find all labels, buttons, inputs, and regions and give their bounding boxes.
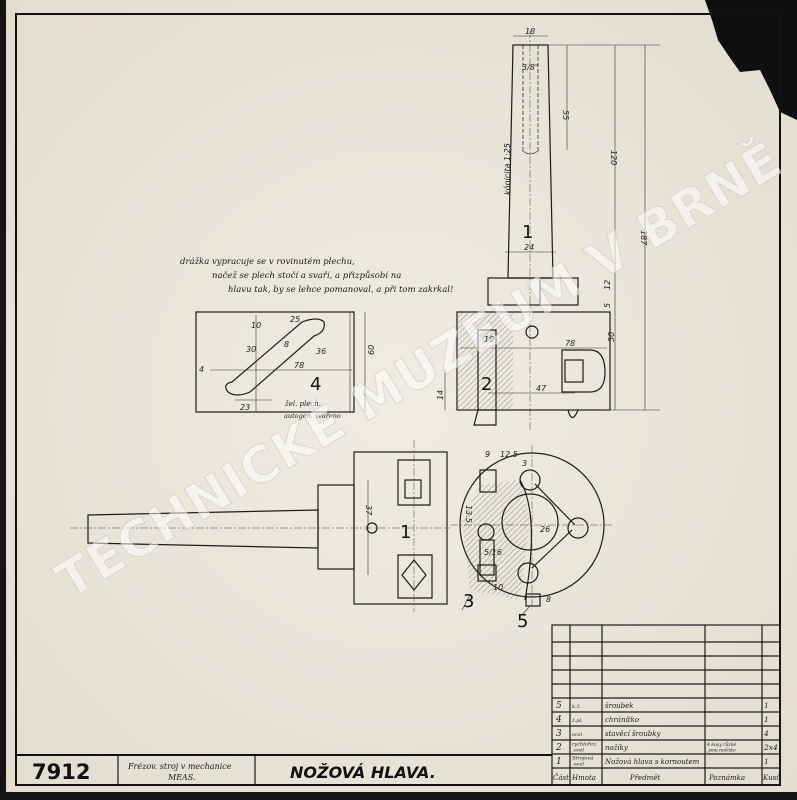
dim-c9: 9 [485,450,490,459]
parts-cell-item: nožíky [605,744,629,752]
drawing-frame [15,13,781,786]
dim-c5-16: 5/16 [484,548,502,557]
part-number-5: 5 [517,611,528,632]
dim-55: 55 [561,110,570,120]
drawing-title: NOŽOVÁ HLAVA. [290,763,436,782]
dim-5: 5 [603,303,612,308]
dim-37: 37 [364,505,373,516]
part-4-weld-note: autogen. svařeno [284,412,341,420]
parts-header-qty: Kusů [762,773,781,782]
parts-cell-note: 4 kusy různé jsou načisto [706,741,737,753]
parts-list-grid [551,624,781,786]
parts-cell-item: šroubek [605,702,634,710]
dim-47: 47 [536,384,547,393]
dim-c26: 26 [540,525,550,534]
dim-taper: kónicita 1:25 [502,143,512,195]
part-number-4: 4 [310,374,321,395]
parts-cell-item: chránítko [605,716,639,724]
machine-line-1: Frézov. stroj v mechanice [127,762,232,771]
parts-cell-part: 4 [555,715,562,725]
title-block [16,754,552,785]
front-view-part-1 [70,440,450,612]
dim-14: 14 [436,390,445,400]
parts-cell-part: 3 [556,729,562,739]
parts-cell-item: Nožová hlava s kornoutem [604,758,700,766]
p4-dim-25: 25 [290,315,300,324]
parts-cell-material: ocel [572,732,583,738]
parts-cell-qty: 4 [763,729,769,738]
parts-header-note: Poznámka [708,774,745,782]
parts-cell-part: 2 [555,743,562,753]
p4-dim-8: 8 [284,340,289,349]
p4-dim-78: 78 [294,361,304,370]
parts-cell-material: rychlořez. ocel [572,741,598,754]
dim-c3: 3 [522,459,527,468]
dim-c12-5: 12.5 [500,450,518,459]
parts-cell-item: stavěcí šroubky [605,730,661,738]
parts-cell-material: k.ž. [572,703,581,710]
parts-cell-part: 1 [556,757,562,767]
dim-3-8: 3/8" [522,63,539,72]
part-4-flat-pattern [195,311,366,413]
p4-dim-23: 23 [240,403,250,412]
drawing-number: 7912 [32,760,90,784]
p4-dim-36: 36 [316,347,326,356]
note-line-2: načež se plech stočí a svaří, a přizpůso… [212,269,401,281]
parts-cell-qty: 1 [764,715,769,724]
parts-cell-part: 5 [556,701,562,711]
parts-cell-qty: 1 [764,757,769,766]
section-view-head [450,445,612,616]
part-number-1-side: 1 [522,222,533,243]
parts-header-material: Hmota [571,774,596,782]
dim-120: 120 [609,150,618,165]
note-line-3: hlavu tak, by se lehce pomanoval, a při … [228,284,453,295]
note-line-1: drážka vypracuje se v rovinutém plechu, [180,256,355,267]
p4-dim-10: 10 [251,321,261,330]
dim-24: 24 [524,243,534,252]
p4-dim-60: 60 [367,345,376,355]
part-number-2: 2 [481,374,492,395]
parts-header-item: Předmět [629,774,660,782]
dim-c13-5: 13.5 [464,505,473,523]
part-number-3: 3 [463,591,474,612]
p4-dim-30: 30 [246,345,256,354]
torn-corner [705,0,797,120]
parts-cell-qty: 2x4 [763,743,778,752]
part-4-material: žel. plech. [284,400,321,408]
dim-c10: 10 [493,583,503,592]
side-view-part-1 [444,30,660,430]
dim-c8: 8 [546,595,551,604]
dim-10: 10 [484,335,494,344]
dim-12: 12 [603,280,612,290]
machine-line-2: MEAS. [167,773,196,782]
parts-header-part: Část [553,773,569,782]
dim-187: 187 [639,230,648,246]
parts-cell-material: Strojová ocel [572,755,593,768]
parts-cell-qty: 1 [764,701,769,710]
dim-50: 50 [607,332,616,342]
dim-78: 78 [565,339,575,348]
parts-cell-material: ž.pl. [571,717,583,724]
part-number-1-front: 1 [400,522,411,543]
p4-dim-4: 4 [199,365,204,374]
dim-18: 18 [525,27,535,36]
